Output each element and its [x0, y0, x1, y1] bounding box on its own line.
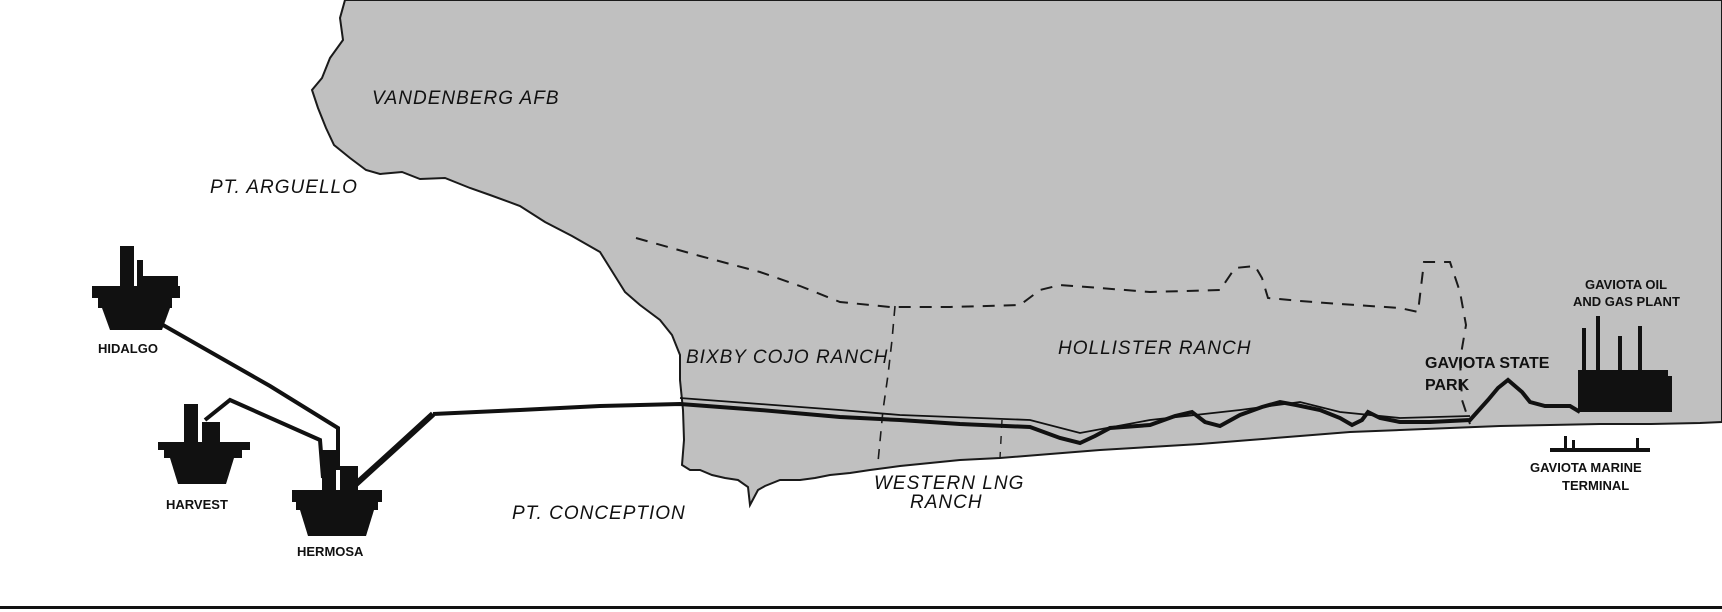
- ranch-divider-line: [877, 305, 896, 463]
- hidalgo-label: HIDALGO: [98, 341, 158, 356]
- gaviota-state-park-label-line2: PARK: [1425, 377, 1470, 394]
- western-lng-ranch-label-line2: RANCH: [910, 492, 983, 513]
- onshore-pipeline-secondary: [679, 397, 1471, 434]
- bixby-cojo-ranch-label: BIXBY COJO RANCH: [686, 347, 889, 368]
- vandenberg-afb-label: VANDENBERG AFB: [372, 88, 560, 109]
- offshore-pipeline-hidalgo: [162, 323, 340, 470]
- land-mass: [310, 0, 1722, 509]
- gas-plant-icon: [1578, 316, 1672, 412]
- hermosa-label: HERMOSA: [297, 544, 364, 559]
- gaviota-state-park-label-line1: GAVIOTA STATE: [1425, 355, 1550, 372]
- plant-label-line1: GAVIOTA OIL: [1585, 277, 1667, 292]
- hollister-ranch-label: HOLLISTER RANCH: [1058, 338, 1251, 359]
- onshore-pipeline: [432, 377, 1582, 446]
- harvest-label: HARVEST: [166, 497, 228, 512]
- offshore-pipeline-hermosa: [352, 411, 436, 488]
- offshore-platform-icon: [92, 246, 180, 330]
- offshore-pipeline-harvest: [203, 397, 325, 479]
- terminal-label-line2: TERMINAL: [1562, 478, 1629, 493]
- marine-terminal-icon: [1550, 436, 1650, 452]
- offshore-platform-icon: [292, 450, 382, 536]
- pt-conception-label: PT. CONCEPTION: [512, 503, 686, 524]
- terminal-label-line1: GAVIOTA MARINE: [1530, 460, 1642, 475]
- bottom-border: [0, 606, 1722, 609]
- pt-arguello-label: PT. ARGUELLO: [210, 177, 358, 198]
- western-lng-ranch-label-line1: WESTERN LNG: [874, 473, 1024, 494]
- property-boundary-line: [635, 237, 1471, 425]
- plant-label-line2: AND GAS PLANT: [1573, 294, 1680, 309]
- offshore-platform-icon: [158, 404, 250, 484]
